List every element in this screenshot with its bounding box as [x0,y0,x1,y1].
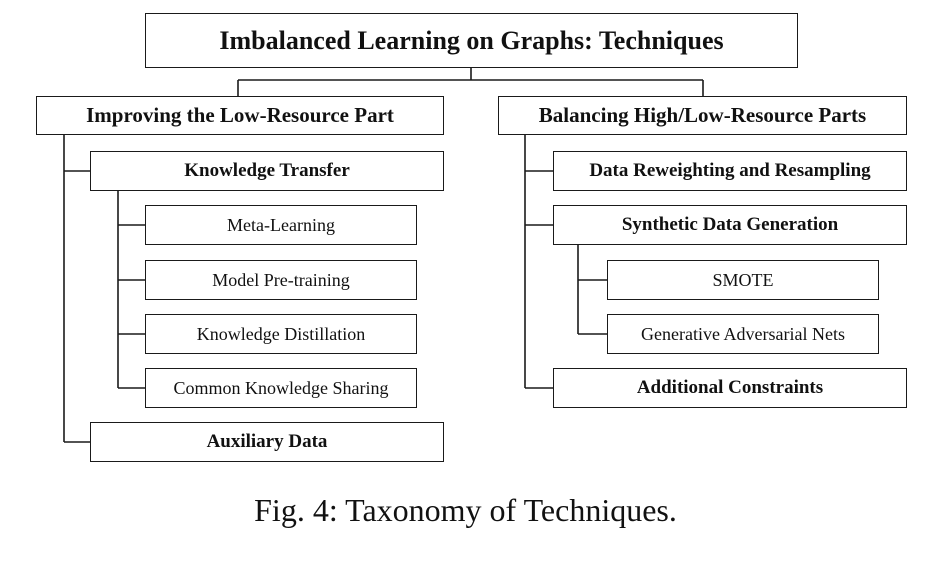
node-model-pretraining: Model Pre-training [145,260,417,300]
node-synthetic-data-generation: Synthetic Data Generation [553,205,907,245]
node-improving-low-resource: Improving the Low-Resource Part [36,96,444,135]
root-node: Imbalanced Learning on Graphs: Technique… [145,13,798,68]
node-common-knowledge-sharing: Common Knowledge Sharing [145,368,417,408]
connector-root [237,68,704,96]
node-balancing-parts: Balancing High/Low-Resource Parts [498,96,907,135]
connector-right-spine [524,135,553,389]
connector-synth-spine [577,245,607,335]
connector-left-spine [63,135,90,443]
connector-kt-spine [117,191,145,389]
node-knowledge-transfer: Knowledge Transfer [90,151,444,191]
node-knowledge-distillation: Knowledge Distillation [145,314,417,354]
node-generative-adversarial-nets: Generative Adversarial Nets [607,314,879,354]
node-data-reweighting: Data Reweighting and Resampling [553,151,907,191]
node-meta-learning: Meta-Learning [145,205,417,245]
figure-caption: Fig. 4: Taxonomy of Techniques. [254,492,677,528]
node-additional-constraints: Additional Constraints [553,368,907,408]
node-smote: SMOTE [607,260,879,300]
node-auxiliary-data: Auxiliary Data [90,422,444,462]
